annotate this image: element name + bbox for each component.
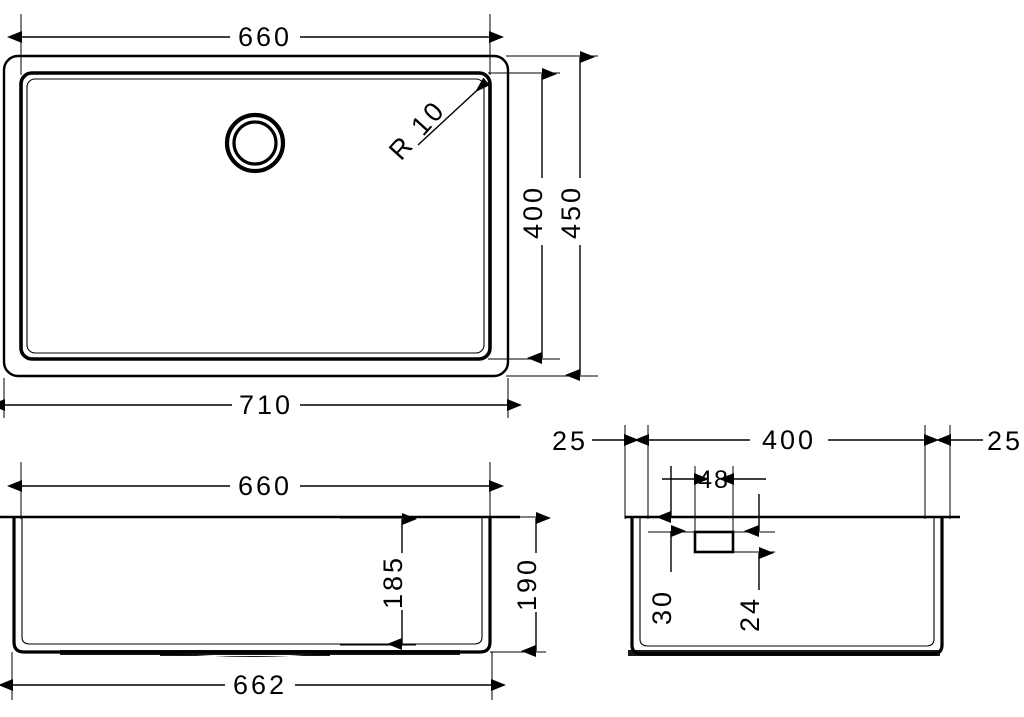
top-view-bowl-outline	[19, 71, 492, 361]
front-view: 660 662 185 190	[0, 462, 551, 700]
side-view-base-shading	[628, 650, 940, 656]
dim-label-side-30: 30	[647, 589, 677, 625]
drain-inner-ring	[232, 120, 278, 166]
top-view-bowl-inner-offset	[26, 78, 485, 354]
overflow-slot-icon	[693, 530, 735, 554]
dim-label-top-450: 450	[556, 185, 586, 239]
drain-outer-ring	[224, 112, 286, 174]
front-view-base-shading	[60, 650, 460, 655]
dim-label-top-400: 400	[518, 185, 548, 239]
dim-label-front-190: 190	[512, 557, 542, 611]
top-view-flange-outline	[2, 54, 510, 378]
dim-label-top-660: 660	[238, 22, 292, 52]
dim-label-side-24: 24	[735, 596, 765, 632]
dim-label-front-662: 662	[233, 670, 287, 700]
side-view: 25 400 25 48 30 24	[552, 425, 1023, 656]
dim-label-side-25-left: 25	[552, 426, 588, 456]
drain-opening-icon	[224, 112, 286, 174]
side-view-bowl-inner-offset	[639, 517, 935, 647]
front-view-bowl-inner-offset	[21, 517, 483, 645]
dim-label-top-710: 710	[239, 390, 293, 420]
dim-label-side-48: 48	[698, 466, 730, 494]
dim-leader-r10	[417, 77, 491, 146]
front-view-drain-bulge	[160, 652, 330, 657]
dim-label-side-25-right: 25	[987, 426, 1023, 456]
dim-label-front-660: 660	[238, 471, 292, 501]
dim-label-side-400: 400	[762, 425, 816, 455]
dim-label-front-185: 185	[378, 555, 408, 609]
